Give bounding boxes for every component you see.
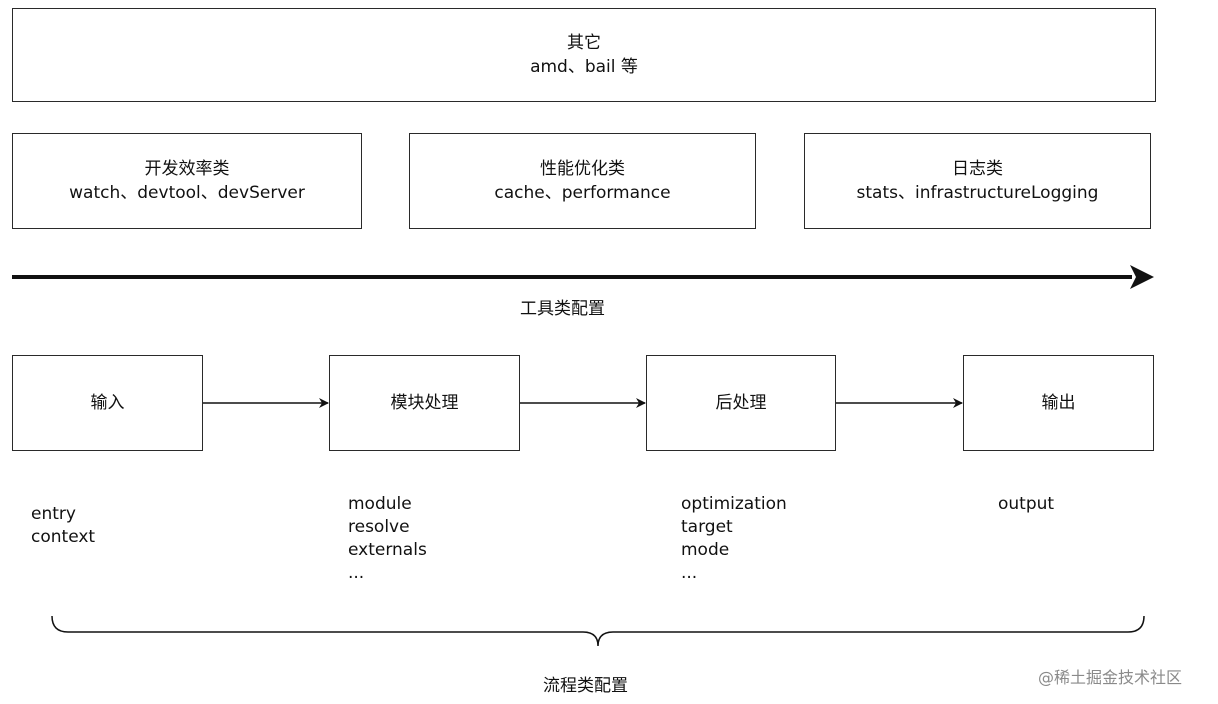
tool-box-logging: 日志类 stats、infrastructureLogging xyxy=(804,133,1151,229)
options-post-processing: optimization target mode ... xyxy=(681,493,787,585)
flow-label: 流程类配置 xyxy=(543,676,628,696)
option-item: mode xyxy=(681,540,730,560)
tool-axis-arrow xyxy=(12,265,1154,289)
other-config-title: 其它 xyxy=(567,33,601,53)
option-item: context xyxy=(31,527,96,547)
flow-step-label: 后处理 xyxy=(715,393,767,413)
option-item: output xyxy=(998,494,1055,514)
tool-box-items: cache、performance xyxy=(494,183,671,203)
flow-step-label: 输入 xyxy=(90,393,125,413)
other-config-box: 其它 amd、bail 等 xyxy=(12,8,1156,102)
tool-box-title: 日志类 xyxy=(952,159,1003,179)
tool-box-title: 性能优化类 xyxy=(540,159,625,179)
option-item: module xyxy=(348,494,412,514)
flow-brace xyxy=(51,615,1145,647)
tool-box-items: stats、infrastructureLogging xyxy=(856,183,1099,203)
flow-step-label: 模块处理 xyxy=(390,393,459,413)
option-item: externals xyxy=(348,540,427,560)
tool-box-title: 开发效率类 xyxy=(144,159,230,179)
tool-axis-label: 工具类配置 xyxy=(520,299,605,319)
option-item: resolve xyxy=(348,517,410,537)
tool-box-performance: 性能优化类 cache、performance xyxy=(409,133,756,229)
option-item: entry xyxy=(31,504,76,524)
option-item: ... xyxy=(348,563,365,583)
option-item: ... xyxy=(681,563,698,583)
flow-step-post-processing: 后处理 xyxy=(646,355,836,451)
flow-step-label: 输出 xyxy=(1041,393,1076,413)
watermark: @稀土掘金技术社区 xyxy=(1038,668,1183,687)
other-config-items: amd、bail 等 xyxy=(530,57,638,77)
option-item: target xyxy=(681,517,733,537)
tool-box-items: watch、devtool、devServer xyxy=(69,183,305,203)
flow-step-output: 输出 xyxy=(963,355,1154,451)
options-module-processing: module resolve externals ... xyxy=(348,493,427,585)
options-input: entry context xyxy=(31,503,95,549)
flow-step-input: 输入 xyxy=(12,355,203,451)
options-output: output xyxy=(998,493,1054,516)
option-item: optimization xyxy=(681,494,787,514)
tool-box-dev-efficiency: 开发效率类 watch、devtool、devServer xyxy=(12,133,362,229)
flow-step-module-processing: 模块处理 xyxy=(329,355,520,451)
